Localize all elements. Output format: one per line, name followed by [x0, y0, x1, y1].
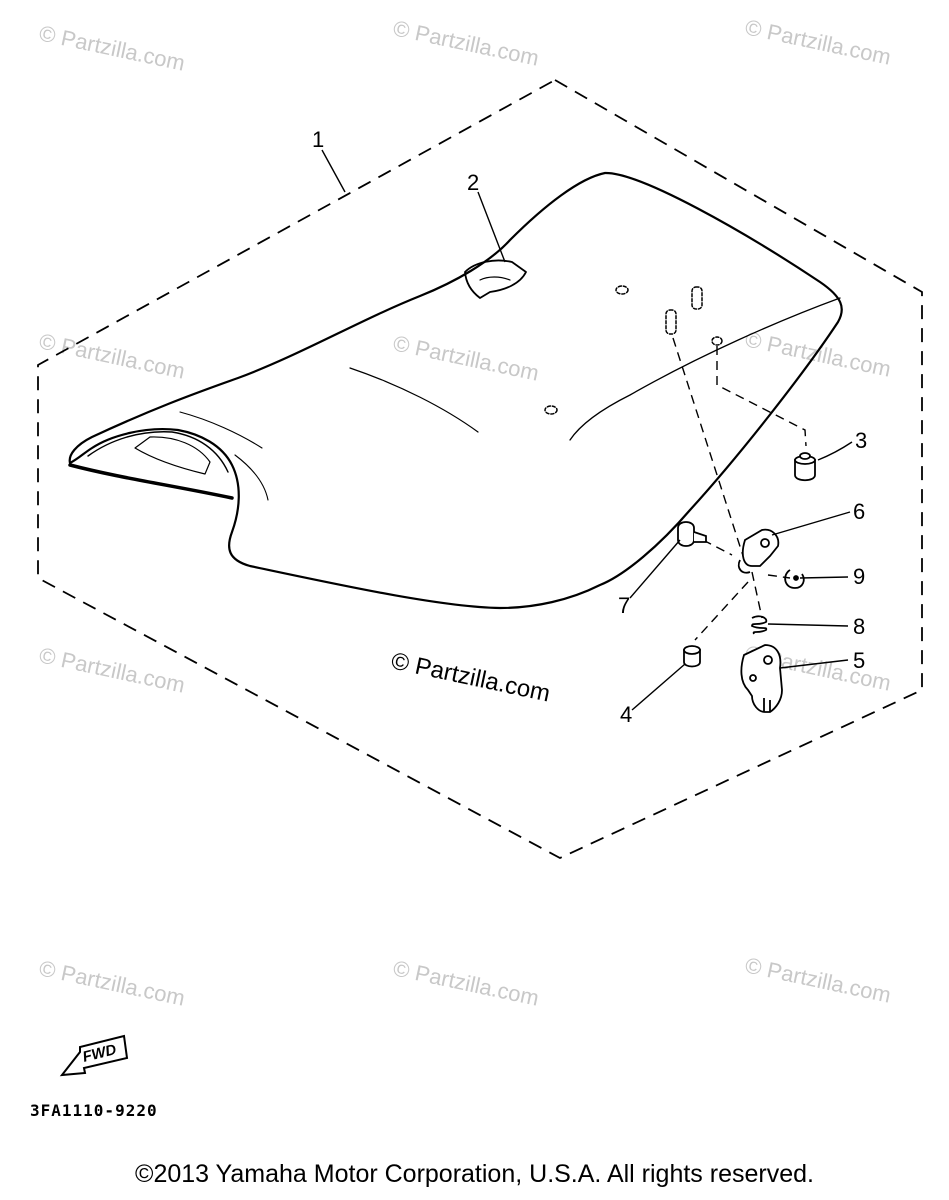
- watermark: © Partzilla.com: [391, 955, 541, 1010]
- seat-drawing: [68, 171, 843, 610]
- seat-underside-pad: [134, 436, 211, 475]
- part-4-collar: [683, 645, 701, 668]
- diagram-code: 3FA1110-9220: [30, 1101, 158, 1120]
- part-3-grommet: [794, 452, 816, 482]
- callout-5: 5: [853, 648, 865, 673]
- callout-2: 2: [467, 170, 479, 195]
- seat-contour-line-2: [179, 411, 263, 449]
- small-parts: [677, 452, 816, 713]
- seat-front-lip: [68, 463, 234, 500]
- watermark: © Partzilla.com: [743, 14, 893, 69]
- part-6-bracket: [737, 528, 780, 574]
- watermark-main: © Partzilla.com: [389, 647, 553, 707]
- watermark: © Partzilla.com: [37, 20, 187, 75]
- assembly-boundary: [37, 78, 923, 860]
- watermark: © Partzilla.com: [37, 642, 187, 697]
- copyright-notice: ©2013 Yamaha Motor Corporation, U.S.A. A…: [135, 1160, 814, 1188]
- watermark: © Partzilla.com: [37, 328, 187, 383]
- watermark-layer: © Partzilla.com © Partzilla.com © Partzi…: [37, 14, 893, 1010]
- callout-3: 3: [855, 428, 867, 453]
- callout-labels: 1 2 3 4 5 6 7 8 9: [312, 127, 867, 727]
- seat-seam-line: [569, 297, 841, 441]
- callout-8: 8: [853, 614, 865, 639]
- part-8-spring: [751, 615, 768, 635]
- part-9-clip: [784, 569, 805, 589]
- fwd-arrow-icon: FWD: [59, 1034, 129, 1077]
- watermark: © Partzilla.com: [391, 15, 541, 70]
- seat-contour-line: [349, 367, 479, 433]
- callout-9: 9: [853, 564, 865, 589]
- assembly-guide-lines: [672, 337, 807, 641]
- watermark: © Partzilla.com: [391, 330, 541, 385]
- seat-front-inner: [87, 431, 229, 473]
- watermark: © Partzilla.com: [743, 326, 893, 381]
- watermark: © Partzilla.com: [37, 955, 187, 1010]
- seat-side-line: [234, 454, 269, 501]
- part-5-latch: [740, 644, 783, 713]
- callout-4: 4: [620, 702, 632, 727]
- callout-7: 7: [618, 593, 630, 618]
- leader-lines: [321, 149, 853, 711]
- part-7-bolt: [677, 521, 707, 547]
- watermark: © Partzilla.com: [743, 952, 893, 1007]
- seat-strap: [464, 259, 527, 299]
- callout-6: 6: [853, 499, 865, 524]
- seat-outline: [68, 171, 843, 610]
- callout-1: 1: [312, 127, 324, 152]
